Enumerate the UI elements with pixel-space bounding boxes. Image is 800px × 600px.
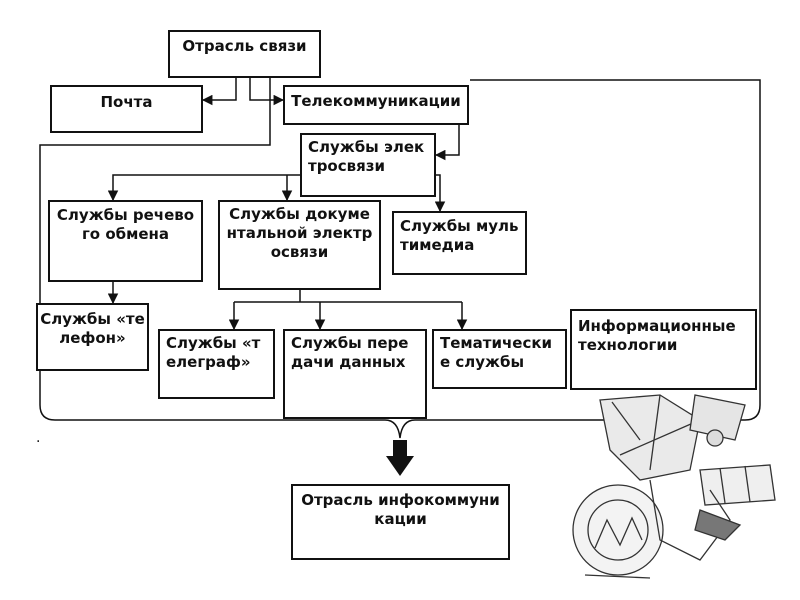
dot-mark: . [36,430,40,446]
node-otrasl-infokommunikatsii: Отрасль инфокоммуникации [291,484,510,560]
node-tematicheskie-sluzhby: Тематические службы [432,329,567,389]
arrow-to-pochta [201,78,237,106]
arrow-to-telekom [249,78,285,106]
node-telekommunikatsii: Телекоммуникации [283,85,469,125]
node-otrasl-svyazi: Отрасль связи [168,30,321,78]
node-informatsionnye-tehnologii: Информационные технологии [570,309,757,390]
node-sluzhby-telefon: Службы «телефон» [36,303,149,371]
node-pochta: Почта [50,85,203,133]
arrow-to-elektrosvyazi [434,124,460,161]
node-sluzhby-elektrosvyazi: Службы электросвязи [300,133,436,197]
node-sluzhby-peredachi-dannyh: Службы передачи данных [283,329,427,419]
node-sluzhby-dokumentalnoy: Службы документальной электросвязи [218,200,381,290]
enclosing-bracket [39,78,761,439]
satellite-illustration [572,394,776,579]
arrow-to-multimedia [434,174,446,213]
down-arrow-icon [386,440,414,476]
node-sluzhby-multimedia: Службы мультимедиа [392,211,527,275]
connector-dokumentalnoy-bus [234,290,462,303]
satellite-dish [572,484,664,576]
node-sluzhby-rechevogo-obmena: Службы речевого обмена [48,200,203,282]
node-sluzhby-telegraf: Службы «телеграф» [158,329,275,399]
arrow-to-rechevoy [107,174,300,202]
